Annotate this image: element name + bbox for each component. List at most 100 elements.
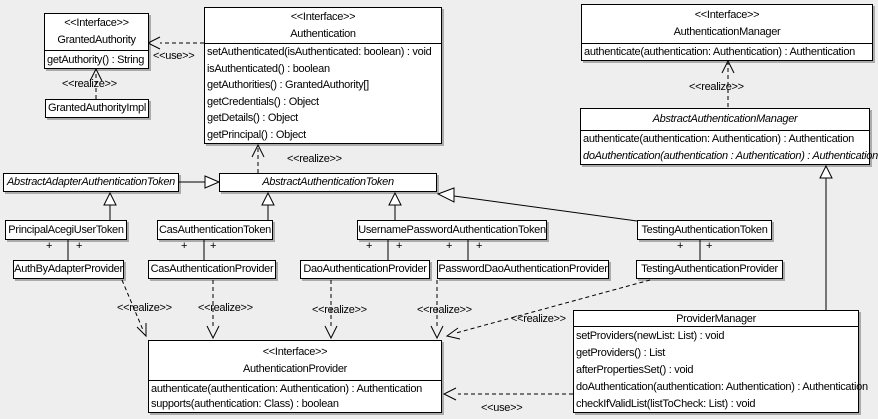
class-name: AuthenticationProvider [242,362,348,375]
association-plus: + [445,240,453,252]
realize-edge-daoauthenticationprovider [324,280,338,340]
method: setAuthenticated(isAuthenticated: boolea… [207,46,432,59]
realize-label: <<realize>> [312,304,367,316]
class-abstract-adapter-authentication-token: AbstractAdapterAuthenticationToken [3,173,179,192]
stereotype-label: <<Interface>> [290,10,356,23]
methods-compartment: getAuthority() : String [45,50,148,68]
generalization-adapter-token [179,175,221,189]
methods-compartment: setAuthenticated(isAuthenticated: boolea… [205,43,441,143]
use-edge-providermanager-authenticationprovider [442,387,573,401]
class-title: TestingAuthenticationProvider [637,261,782,278]
method: supports(authentication: Class) : boolea… [151,398,339,411]
class-title: UsernamePasswordAuthenticationToken [358,221,546,239]
class-name: ProviderManager [676,312,756,325]
method: getCredentials() : Object [207,95,319,108]
method: getAuthority() : String [47,53,145,66]
class-cas-authentication-provider: CasAuthenticationProvider [148,260,276,279]
class-name: TestingAuthenticationToken [641,223,768,236]
class-title: AbstractAdapterAuthenticationToken [4,174,178,191]
association-lines [67,240,701,260]
class-abstract-authentication-manager: AbstractAuthenticationManager authentica… [580,108,878,165]
class-title: AuthByAdapterProvider [14,261,123,278]
class-title: CasAuthenticationToken [158,221,272,239]
class-title: AbstractAuthenticationToken [220,174,436,191]
realize-label: <<realize>> [511,313,566,325]
class-name: GrantedAuthority [57,34,136,46]
association-plus: + [475,240,483,252]
realize-label: <<realize>> [198,302,253,314]
association-plus: + [395,240,403,252]
class-testing-authentication-provider: TestingAuthenticationProvider [636,260,783,279]
class-title: TestingAuthenticationToken [638,221,771,239]
class-auth-by-adapter-provider: AuthByAdapterProvider [13,260,124,279]
class-cas-authentication-token: CasAuthenticationToken [157,220,273,240]
class-authentication-manager: <<Interface>> AuthenticationManager auth… [581,4,873,61]
class-abstract-authentication-token: AbstractAuthenticationToken [219,173,437,192]
method: getProviders() : List [576,346,666,359]
class-title: CasAuthenticationProvider [149,261,275,278]
class-dao-authentication-provider: DaoAuthenticationProvider [300,260,430,279]
class-title: <<Interface>> Authentication [205,8,441,43]
realize-edge-abstractauthenticationtoken [251,143,265,173]
class-name: AbstractAuthenticationToken [262,176,394,188]
class-name: UsernamePasswordAuthenticationToken [358,223,546,236]
methods-compartment: authenticate(authentication: Authenticat… [582,43,872,60]
method: isAuthenticated() : boolean [207,62,330,75]
method: setProviders(newList: List) : void [576,329,725,342]
class-title: GrantedAuthorityImpl [46,100,148,117]
realize-edge-abstractauthenticationmanager [721,59,735,107]
class-granted-authority-impl: GrantedAuthorityImpl [45,99,149,118]
method: checkIfValidList(listToCheck: List) : vo… [576,397,756,410]
generalization-testingauthenticationtoken [436,187,638,222]
class-title: AbstractAuthenticationManager [581,109,869,130]
class-title: PasswordDaoAuthenticationProvider [438,261,608,278]
class-password-dao-authentication-provider: PasswordDaoAuthenticationProvider [437,260,609,279]
realize-edge-authbyadapterprovider [121,279,147,338]
class-name: PrincipalAcegiUserToken [8,223,124,236]
method: doAuthentication(authentication: Authent… [576,380,868,393]
realize-edge-grantedauthorityimpl [89,67,103,99]
stereotype-label: <<Interface>> [694,9,760,21]
methods-compartment: authenticate(authentication: Authenticat… [581,130,878,164]
class-name: CasAuthenticationProvider [150,263,274,275]
class-authentication-provider: <<Interface>> AuthenticationProvider aut… [148,340,442,413]
method: authenticate(authentication: Authenticat… [151,382,422,395]
class-title: <<Interface>> AuthenticationProvider [149,341,441,380]
use-edge-authentication-grantedauthority [146,36,204,50]
class-name: AuthByAdapterProvider [14,263,123,275]
realize-edge-testingauthenticationprovider [445,279,651,340]
class-name: AbstractAdapterAuthenticationToken [7,176,175,188]
generalization-providermanager [819,164,833,310]
association-plus: + [45,240,53,252]
class-principal-acegi-user-token: PrincipalAcegiUserToken [5,220,127,240]
class-username-password-authentication-token: UsernamePasswordAuthenticationToken [357,220,547,240]
method: authenticate(authentication: Authenticat… [584,46,855,58]
method: afterPropertiesSet() : void [576,363,694,376]
generalization-principalacegiusertoken [103,191,117,220]
stereotype-label: <<Interface>> [262,345,328,358]
realize-edge-passworddaoauthenticationprovider [430,280,444,340]
class-title: <<Interface>> AuthenticationManager [582,5,872,43]
association-plus: + [180,240,188,252]
realize-label: <<realize>> [417,304,472,316]
stereotype-label: <<Interface>> [64,17,129,29]
class-title: DaoAuthenticationProvider [301,261,429,278]
class-name: DaoAuthenticationProvider [303,263,427,275]
association-plus: + [365,240,373,252]
use-label: <<use>> [153,50,195,62]
methods-compartment: authenticate(authentication: Authenticat… [149,380,441,412]
generalization-usernamepasswordtoken [388,191,402,220]
realize-label: <<realize>> [117,302,172,314]
class-name: Authentication [290,27,356,40]
class-title: ProviderManager [574,311,858,326]
association-plus: + [705,240,713,252]
generalization-casauthenticationtoken [261,191,275,220]
class-title: PrincipalAcegiUserToken [6,221,126,239]
realize-label: <<realize>> [62,78,117,90]
class-authentication: <<Interface>> Authentication setAuthenti… [204,7,442,144]
class-granted-authority: <<Interface>> GrantedAuthority getAuthor… [44,13,149,69]
class-name: AbstractAuthenticationManager [652,113,798,125]
association-plus: + [676,240,684,252]
